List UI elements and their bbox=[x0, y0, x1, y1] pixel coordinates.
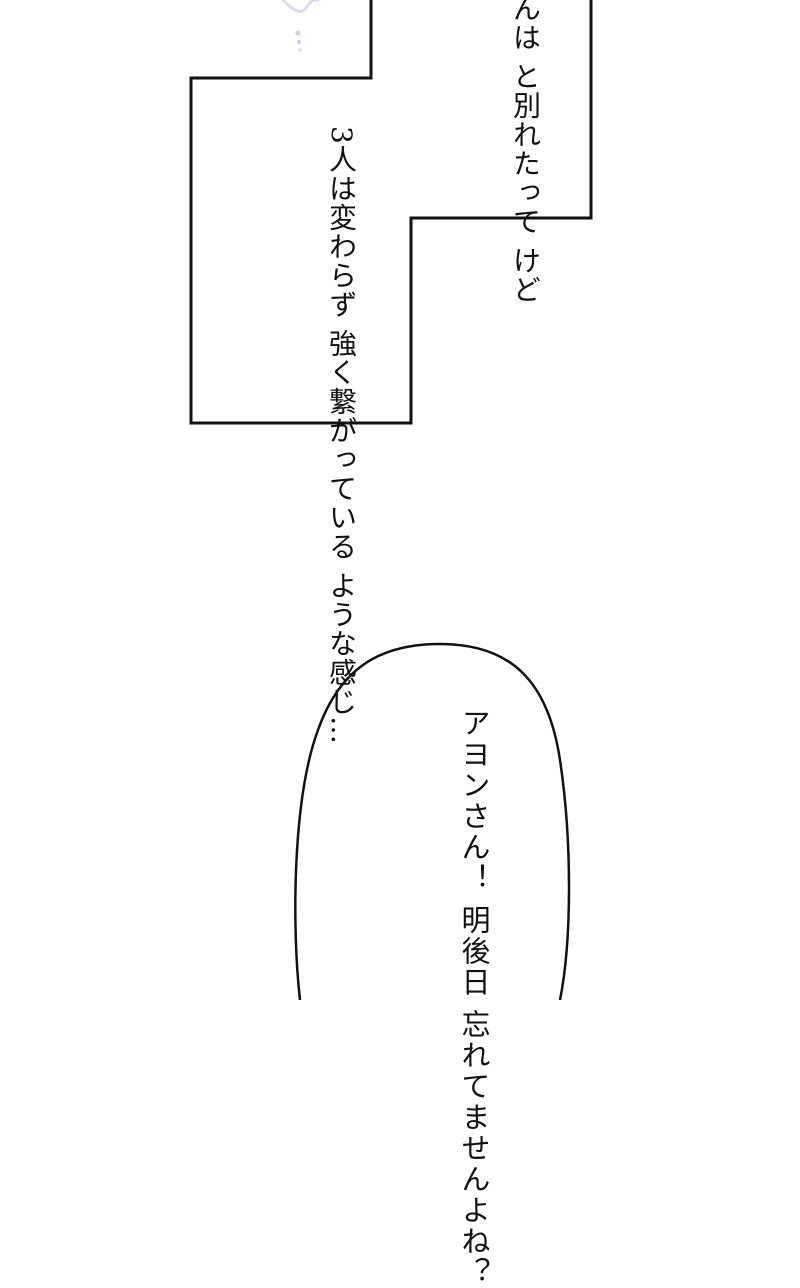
speech-line-1: アヨンさん！ bbox=[457, 708, 491, 894]
caption-middle-line-3: ような感じ… bbox=[325, 570, 358, 745]
caption-top-line-2: と別れたって bbox=[509, 61, 542, 236]
caption-middle-line-1: 3人は変わらず bbox=[325, 126, 358, 319]
speech-line-3: 忘れてませんよね？ bbox=[457, 1009, 491, 1288]
comic-panel: んは と別れたって けど 3人は変わらず 強く繋がっている ような感じ… アヨン… bbox=[189, 0, 593, 1288]
speech-bubble-text: アヨンさん！ 明後日 忘れてませんよね？ bbox=[451, 708, 496, 1288]
caption-middle-line-2: 強く繋がっている bbox=[325, 328, 358, 561]
caption-top-text: んは と別れたって けど bbox=[509, 0, 542, 304]
sparkle-decoration bbox=[281, 0, 320, 52]
speech-line-2: 明後日 bbox=[457, 905, 491, 999]
caption-box-outline bbox=[189, 0, 593, 1000]
speech-bubble-outline bbox=[294, 642, 571, 1000]
caption-top-line-3: けど bbox=[509, 245, 542, 304]
caption-middle-text: 3人は変わらず 強く繋がっている ような感じ… bbox=[325, 126, 358, 745]
caption-frame-line bbox=[189, 0, 593, 425]
caption-top-line-1: んは bbox=[509, 0, 542, 52]
